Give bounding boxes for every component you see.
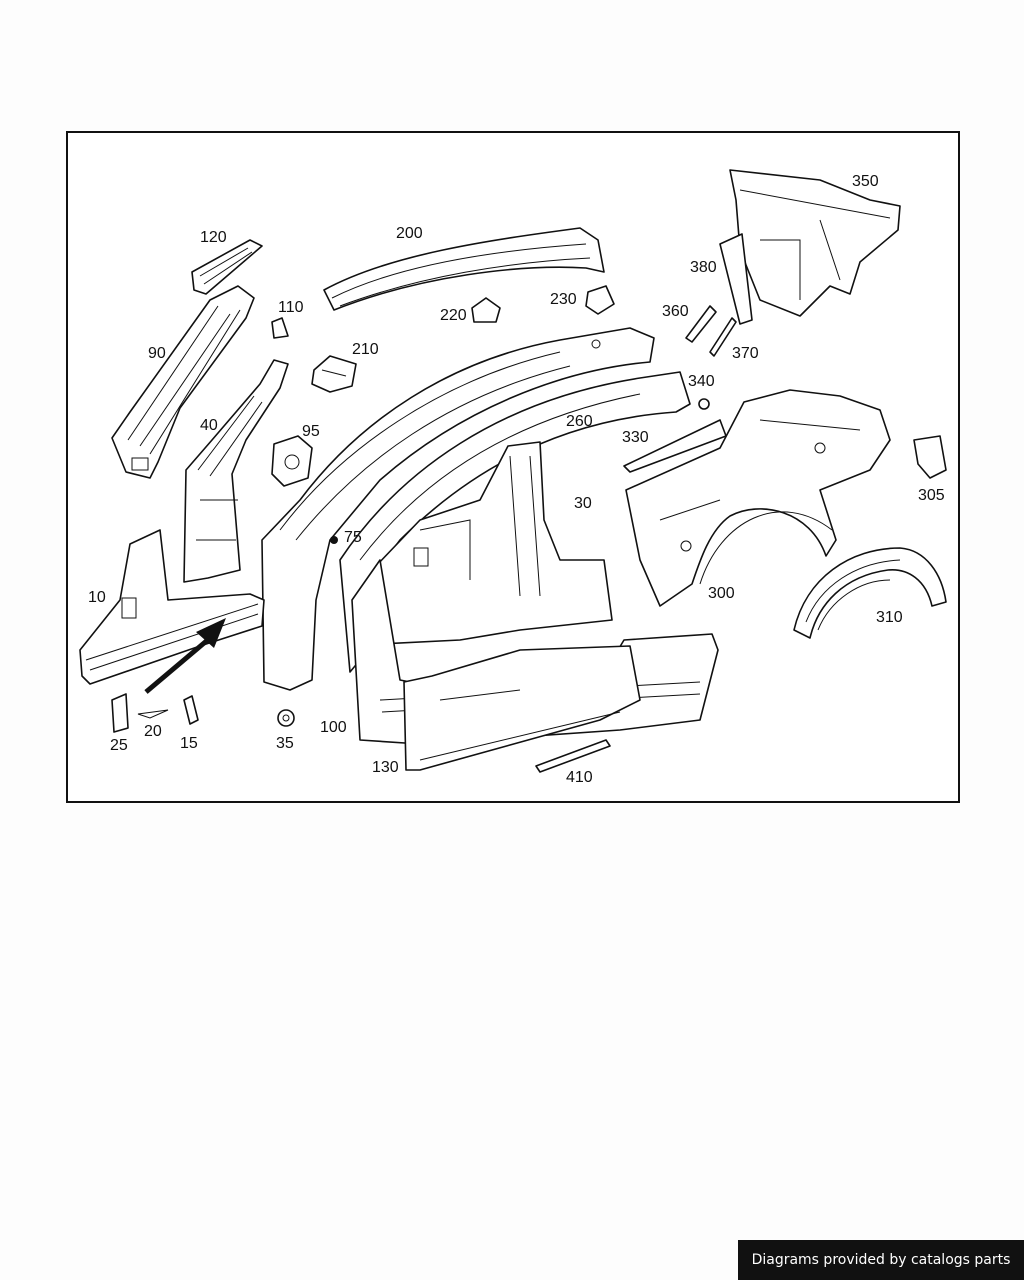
- callout-90: 90: [148, 345, 166, 362]
- callout-10: 10: [88, 589, 106, 606]
- part-210: [311, 355, 357, 393]
- part-15: [183, 695, 199, 725]
- callout-210: 210: [352, 341, 379, 358]
- callout-410: 410: [566, 769, 593, 786]
- credit-text: Diagrams provided by catalogs parts: [751, 1252, 1011, 1268]
- callout-310: 310: [876, 609, 903, 626]
- part-35: [277, 709, 295, 727]
- part-120: [191, 239, 263, 295]
- callout-330: 330: [622, 429, 649, 446]
- callout-220: 220: [440, 307, 467, 324]
- credit-banner: Diagrams provided by catalogs parts: [738, 1240, 1024, 1280]
- part-360: [685, 305, 717, 343]
- callout-75: 75: [344, 529, 362, 546]
- part-230: [585, 285, 615, 315]
- callout-340: 340: [688, 373, 715, 390]
- part-350: [729, 169, 901, 317]
- part-90: [111, 285, 255, 479]
- part-25: [111, 693, 129, 733]
- callout-260: 260: [566, 413, 593, 430]
- callout-35: 35: [276, 735, 294, 752]
- callout-300: 300: [708, 585, 735, 602]
- part-305: [913, 435, 947, 479]
- part-130: [403, 645, 641, 771]
- callout-95: 95: [302, 423, 320, 440]
- part-370: [709, 317, 737, 357]
- part-30: [375, 441, 613, 645]
- part-220: [471, 297, 501, 323]
- callout-305: 305: [918, 487, 945, 504]
- callout-230: 230: [550, 291, 577, 308]
- callout-15: 15: [180, 735, 198, 752]
- part-310: [793, 547, 947, 639]
- part-20: [137, 709, 169, 719]
- part-300: [625, 389, 891, 607]
- part-410: [535, 739, 611, 773]
- callout-200: 200: [396, 225, 423, 242]
- callout-370: 370: [732, 345, 759, 362]
- part-380: [719, 233, 753, 325]
- part-110: [271, 317, 289, 339]
- part-340: [698, 398, 710, 410]
- part-10: [79, 529, 265, 685]
- callout-labels: 10 15 20 25 30 35 40 75 90 95 100 110 12…: [88, 173, 945, 786]
- part-200: [323, 227, 605, 311]
- callout-110: 110: [278, 299, 304, 316]
- callout-100: 100: [320, 719, 347, 736]
- part-95: [271, 435, 313, 487]
- callout-360: 360: [662, 303, 689, 320]
- callout-350: 350: [852, 173, 879, 190]
- arrow: [144, 618, 226, 694]
- callout-20: 20: [144, 723, 162, 740]
- callout-30: 30: [574, 495, 592, 512]
- part-260: [261, 327, 691, 691]
- callout-40: 40: [200, 417, 218, 434]
- callout-25: 25: [110, 737, 128, 754]
- callout-130: 130: [372, 759, 399, 776]
- callout-120: 120: [200, 229, 227, 246]
- part-40: [183, 359, 289, 583]
- callout-380: 380: [690, 259, 717, 276]
- part-75: [330, 536, 338, 544]
